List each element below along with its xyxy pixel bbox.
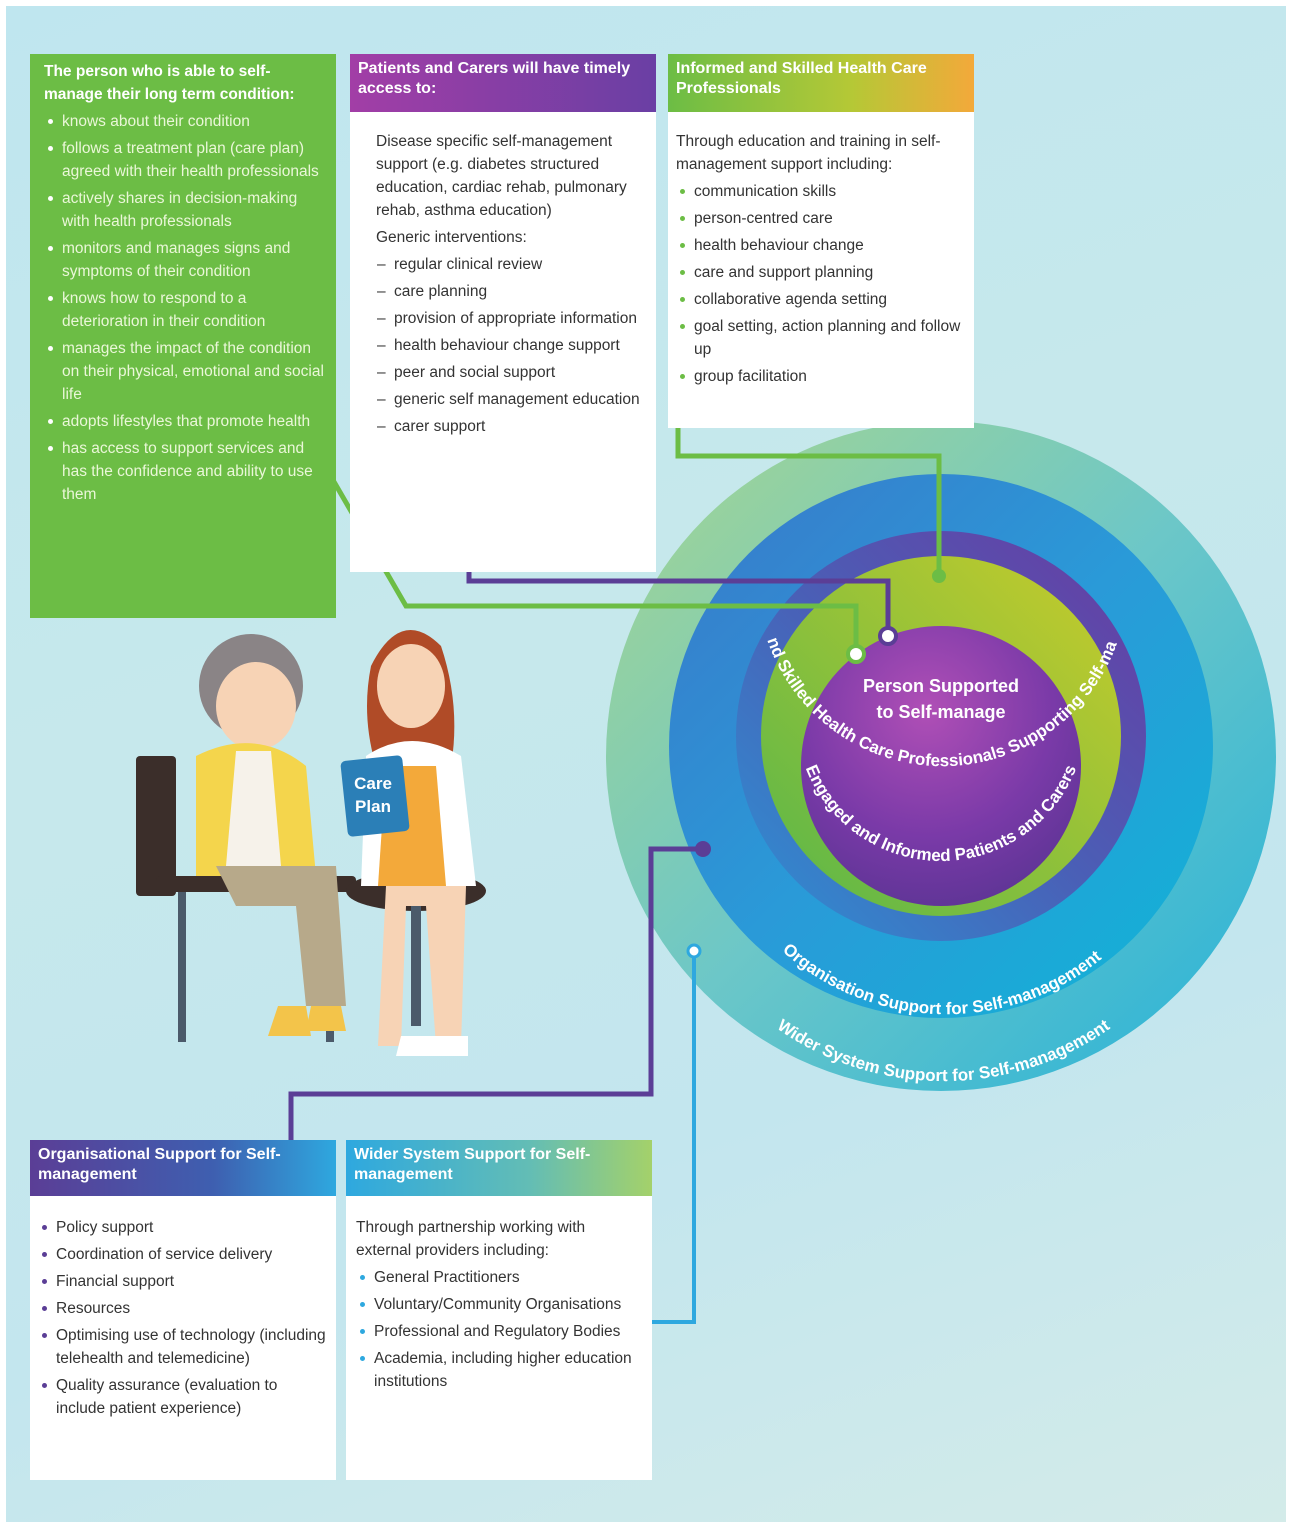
self-manage-list: knows about their condition follows a tre… xyxy=(44,110,324,506)
center-label-line1: Person Supported xyxy=(863,676,1019,696)
patients-carers-list: regular clinical review care planning prov… xyxy=(376,253,646,438)
professionals-item: care and support planning xyxy=(676,261,966,284)
patients-carers-item: care planning xyxy=(376,280,646,303)
patients-carers-subhead: Generic interventions: xyxy=(376,229,527,246)
connector-dot xyxy=(846,644,866,664)
connector-dot xyxy=(686,943,702,959)
professionals-header: Informed and Skilled Health Care Profess… xyxy=(668,54,974,112)
professionals-item: group facilitation xyxy=(676,365,966,388)
wider-item: Academia, including higher education ins… xyxy=(356,1347,644,1393)
patients-carers-item: peer and social support xyxy=(376,361,646,384)
organisational-item: Optimising use of technology (including … xyxy=(38,1324,328,1370)
organisational-item: Quality assurance (evaluation to include… xyxy=(38,1374,328,1420)
patients-carers-item: generic self management education xyxy=(376,388,646,411)
organisational-item: Policy support xyxy=(38,1216,328,1239)
patients-carers-item: provision of appropriate information xyxy=(376,307,646,330)
care-plan-line1: Care xyxy=(354,774,392,793)
self-manage-item: has access to support services and has t… xyxy=(44,437,324,506)
patients-carers-header: Patients and Carers will have timely acc… xyxy=(350,54,656,112)
professionals-item: person-centred care xyxy=(676,207,966,230)
professionals-box: Informed and Skilled Health Care Profess… xyxy=(668,54,974,428)
consultation-illustration xyxy=(136,630,486,1056)
infographic-canvas: Person Supported to Self-manage Engaged … xyxy=(6,6,1286,1522)
wider-box: Wider System Support for Self-management… xyxy=(346,1140,652,1480)
self-manage-item: manages the impact of the condition on t… xyxy=(44,337,324,406)
wider-header: Wider System Support for Self-management xyxy=(346,1140,652,1196)
wider-panel: Through partnership working with externa… xyxy=(346,1196,652,1480)
self-manage-item: actively shares in decision-making with … xyxy=(44,187,324,233)
care-plan-line2: Plan xyxy=(355,797,391,816)
self-manage-item: knows how to respond to a deterioration … xyxy=(44,287,324,333)
center-label-line2: to Self-manage xyxy=(876,702,1005,722)
self-manage-box: The person who is able to self-manage th… xyxy=(30,54,336,618)
professionals-item: communication skills xyxy=(676,180,966,203)
organisational-item: Resources xyxy=(38,1297,328,1320)
core-person xyxy=(801,626,1081,906)
connector-organisational xyxy=(288,846,701,1154)
connector-dot xyxy=(695,841,711,857)
organisational-header: Organisational Support for Self-manageme… xyxy=(30,1140,336,1196)
wider-item: Voluntary/Community Organisations xyxy=(356,1293,644,1316)
wider-item: General Practitioners xyxy=(356,1266,644,1289)
self-manage-item: knows about their condition xyxy=(44,110,324,133)
patients-carers-intro: Disease specific self-management support… xyxy=(376,133,627,219)
self-manage-title: The person who is able to self-manage th… xyxy=(44,63,295,103)
patients-carers-item: regular clinical review xyxy=(376,253,646,276)
patients-carers-box: Patients and Carers will have timely acc… xyxy=(350,54,656,572)
patients-carers-item: health behaviour change support xyxy=(376,334,646,357)
self-manage-item: monitors and manages signs and symptoms … xyxy=(44,237,324,283)
connector-patients xyxy=(466,564,891,634)
connector-dot xyxy=(878,626,898,646)
professionals-panel: Through education and training in self-m… xyxy=(668,112,974,428)
organisational-item: Coordination of service delivery xyxy=(38,1243,328,1266)
organisational-item: Financial support xyxy=(38,1270,328,1293)
organisational-box: Organisational Support for Self-manageme… xyxy=(30,1140,336,1480)
professionals-intro: Through education and training in self-m… xyxy=(676,133,941,173)
wider-intro: Through partnership working with externa… xyxy=(356,1219,586,1259)
connector-dot xyxy=(932,569,946,583)
patients-carers-panel: Disease specific self-management support… xyxy=(350,112,656,572)
connector-wider xyxy=(636,951,696,1324)
self-manage-item: adopts lifestyles that promote health xyxy=(44,410,324,433)
professionals-item: collaborative agenda setting xyxy=(676,288,966,311)
self-manage-item: follows a treatment plan (care plan) agr… xyxy=(44,137,324,183)
professionals-list: communication skills person-centred care h… xyxy=(676,180,966,388)
wider-item: Professional and Regulatory Bodies xyxy=(356,1320,644,1343)
professionals-item: goal setting, action planning and follow… xyxy=(676,315,966,361)
patients-carers-item: carer support xyxy=(376,415,646,438)
professionals-item: health behaviour change xyxy=(676,234,966,257)
